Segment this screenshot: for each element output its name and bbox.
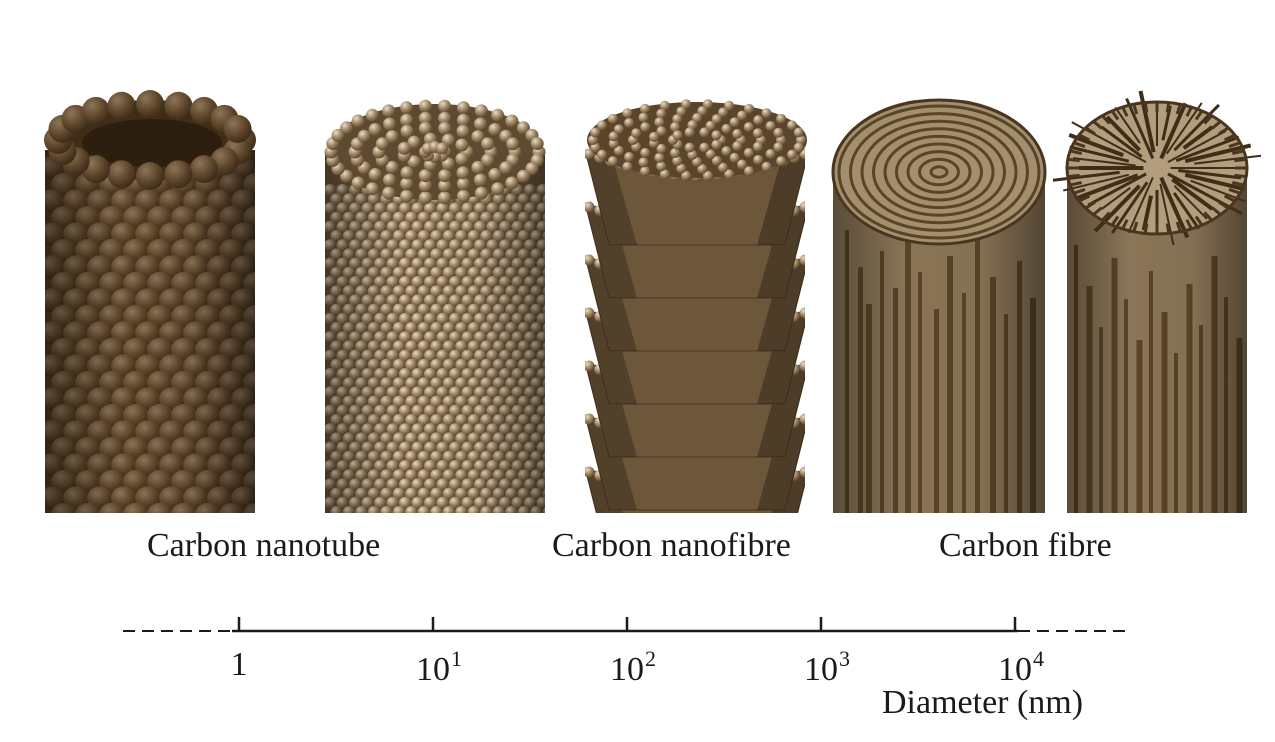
stacked-cone-nanofibre-illustration [585,99,807,513]
concentric-carbon-fibre-illustration [831,98,1047,513]
diameter-axis [123,617,1132,633]
axis-tick-label: 104 [998,646,1044,688]
axis-title: Diameter (nm) [882,684,1084,721]
single-wall-nanotube-illustration [44,90,256,513]
axis-tick-label: 1 [230,646,248,683]
label-carbon-fibre: Carbon fibre [939,527,1112,564]
axis-tick-label: 102 [610,646,656,688]
axis-tick-label: 101 [416,646,462,688]
radial-carbon-fibre-illustration [1052,90,1262,513]
label-carbon-nanotube: Carbon nanotube [147,527,381,564]
multi-wall-nanotube-illustration [324,99,546,513]
label-carbon-nanofibre: Carbon nanofibre [552,527,791,564]
axis-tick-label: 103 [804,646,850,688]
